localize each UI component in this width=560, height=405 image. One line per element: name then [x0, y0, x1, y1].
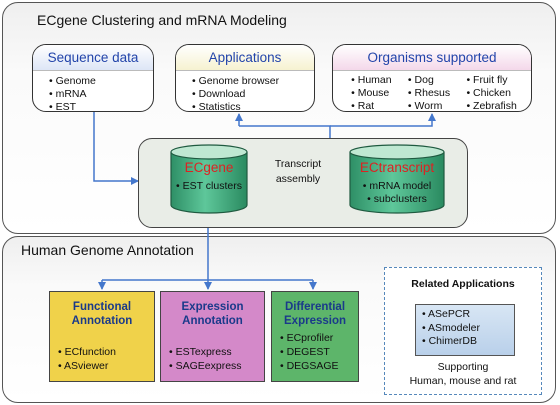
sequence-item-est: EST: [49, 101, 153, 111]
ectranscript-title: ECtranscript: [359, 160, 435, 175]
organism-human: Human: [351, 74, 392, 87]
functional-title-line2: Annotation: [71, 315, 133, 327]
ectranscript-item-mrna-model-text: mRNA model: [369, 180, 432, 192]
organism-worm: Worm: [408, 100, 450, 111]
ectranscript-item-mrna-model: • mRNA model: [362, 180, 432, 192]
expression-annotation-box: Expression Annotation ESTexpress SAGEexp…: [160, 291, 265, 382]
ecgene-title: ECgene: [184, 160, 234, 175]
related-item-chimerdb: ChimerDB: [422, 335, 514, 349]
ectranscript-item-subclusters: • subclusters: [367, 193, 427, 205]
ecgene-cylinder: ECgene • EST clusters: [170, 144, 248, 214]
sequence-item-genome: Genome: [49, 75, 153, 88]
organism-zebrafish: Zebrafish: [466, 100, 517, 111]
expression-title-line2: Annotation: [182, 315, 243, 327]
expression-title-line1: Expression: [181, 301, 244, 313]
differential-item-ecprofiler: ECprofiler: [280, 331, 339, 345]
related-footer-line2: Human, mouse and rat: [409, 375, 517, 387]
applications-title: Applications: [176, 45, 314, 71]
organism-mouse: Mouse: [351, 87, 391, 100]
differential-item-degest: DEGEST: [280, 345, 339, 359]
organism-rhesus: Rhesus: [408, 87, 451, 100]
differential-expression-title: Differential Expression: [272, 300, 358, 328]
applications-item-statistics: Statistics: [192, 101, 314, 111]
ectranscript-item-subclusters-text: subclusters: [373, 193, 427, 205]
differential-title-line1: Differential: [284, 301, 346, 313]
organism-chicken: Chicken: [466, 87, 516, 100]
ecgene-item-text: EST clusters: [182, 180, 242, 192]
functional-title-line1: Functional: [72, 301, 132, 313]
ectranscript-cylinder-shape: [349, 144, 445, 214]
organisms-title: Organisms supported: [333, 45, 531, 71]
related-applications-title: Related Applications: [411, 278, 515, 290]
ectranscript-cylinder: ECtranscript • mRNA model • subclusters: [349, 144, 445, 214]
related-item-asepcr: ASePCR: [422, 308, 514, 322]
expression-item-estexpress: ESTexpress: [169, 345, 242, 359]
functional-annotation-title: Functional Annotation: [50, 300, 154, 328]
differential-title-line2: Expression: [284, 315, 346, 327]
annotation-panel-title: Human Genome Annotation: [21, 242, 194, 258]
organisms-box: Organisms supported Human Mouse Rat Dog …: [332, 44, 532, 112]
sequence-item-mrna: mRNA: [49, 88, 153, 101]
applications-item-genome-browser: Genome browser: [192, 75, 314, 88]
differential-expression-box: Differential Expression ECprofiler DEGES…: [271, 291, 359, 382]
applications-item-download: Download: [192, 88, 314, 101]
sequence-data-title: Sequence data: [33, 45, 153, 71]
ecgene-item-est-clusters: • EST clusters: [176, 180, 242, 192]
applications-box: Applications Genome browser Download Sta…: [175, 44, 315, 112]
transcript-assembly-line1: Transcript: [274, 158, 322, 170]
differential-item-degsage: DEGSAGE: [280, 359, 339, 373]
related-item-asmodeler: ASmodeler: [422, 322, 514, 336]
related-applications-box: Related Applications ASePCR ASmodeler Ch…: [384, 267, 542, 395]
functional-item-ecfunction: ECfunction: [58, 345, 116, 359]
related-applications-list: ASePCR ASmodeler ChimerDB: [415, 304, 515, 356]
expression-item-sageexpress: SAGEexpress: [169, 359, 242, 373]
organism-rat: Rat: [351, 100, 391, 111]
related-footer-line1: Supporting: [437, 361, 489, 373]
sequence-data-box: Sequence data Genome mRNA EST: [32, 44, 154, 112]
organism-dog: Dog: [408, 74, 450, 87]
organism-fruit-fly: Fruit fly: [466, 74, 516, 87]
transcript-assembly-label: Transcript assembly: [256, 158, 340, 186]
expression-annotation-title: Expression Annotation: [161, 300, 264, 328]
ecgene-cylinder-shape: [170, 144, 248, 214]
functional-annotation-box: Functional Annotation ECfunction ASviewe…: [49, 291, 155, 382]
transcript-assembly-line2: assembly: [275, 173, 321, 185]
functional-item-asviewer: ASviewer: [58, 359, 116, 373]
clustering-panel-title: ECgene Clustering and mRNA Modeling: [37, 12, 287, 28]
